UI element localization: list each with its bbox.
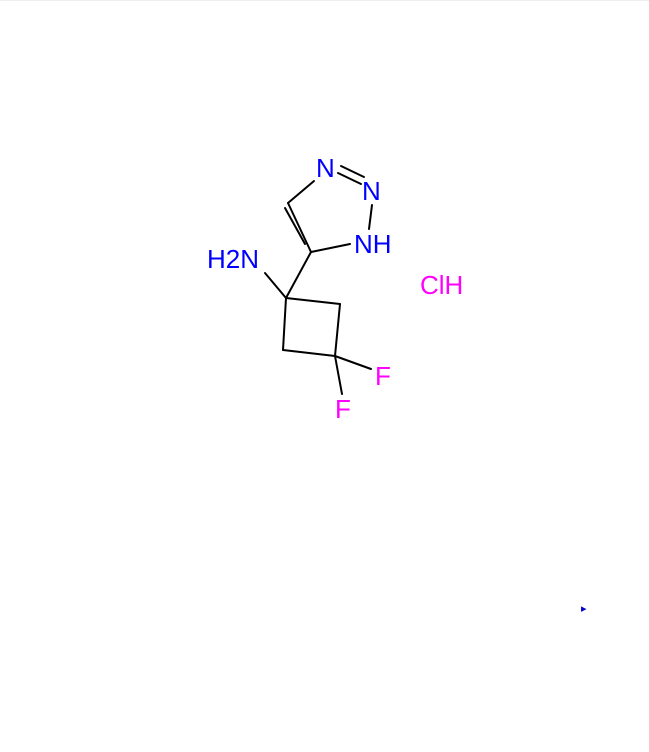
bond-c-triazole: [285, 251, 312, 299]
bonds: [264, 165, 373, 395]
bond-c-amine: [264, 272, 287, 299]
top-border: [0, 0, 649, 1]
play-triangle-icon[interactable]: ▸: [581, 602, 587, 615]
atom-label-amine: H2N: [207, 244, 259, 274]
bond-triazole-c5-c4-double: [284, 207, 306, 245]
bond-cyclobutane-right: [334, 303, 341, 357]
bond-triazole-n1-c5: [310, 243, 351, 253]
bond-cyclobutane-top: [285, 297, 341, 305]
bond-c-f1: [334, 355, 372, 370]
atom-label-salt: ClH: [420, 270, 463, 300]
bond-c-f2: [334, 355, 343, 395]
bond-triazole-n2-n1: [368, 204, 373, 230]
atom-label-fluorine-2: F: [335, 394, 351, 424]
bond-triazole-c5-c4: [287, 202, 312, 253]
atom-label-triazole-n-right: N: [362, 176, 381, 206]
atom-label-fluorine-1: F: [375, 361, 391, 391]
bond-cyclobutane-bottom: [282, 349, 336, 357]
bond-triazole-c4-n3: [287, 180, 315, 204]
atom-label-triazole-n-top: N: [316, 153, 335, 183]
bond-triazole-n3-n2: [337, 172, 362, 185]
atom-label-triazole-nh: NH: [354, 229, 392, 259]
bond-cyclobutane-left: [282, 297, 287, 351]
bond-triazole-n3-n2-double: [340, 165, 365, 178]
